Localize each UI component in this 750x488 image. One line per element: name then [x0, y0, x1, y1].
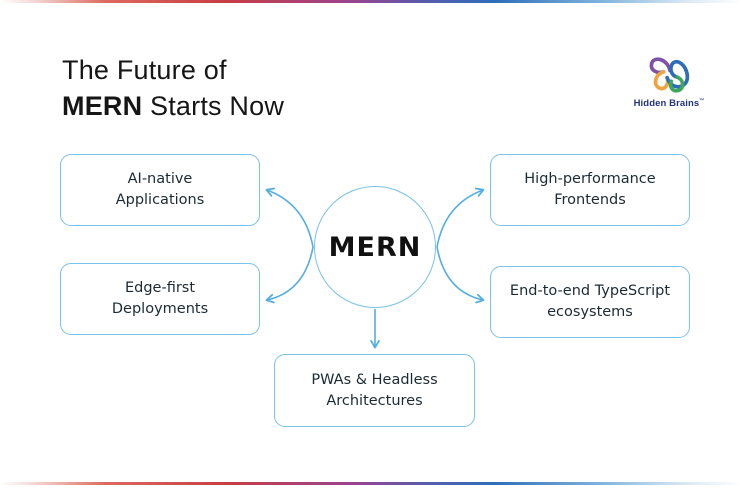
title-line1: The Future of	[62, 55, 227, 85]
bottom-gradient-bar	[0, 482, 750, 485]
mern-center-circle: MERN	[314, 186, 436, 308]
trademark-mark: ™	[699, 98, 705, 104]
node-label-line: AI-native	[127, 171, 193, 187]
node-label-line: Deployments	[111, 301, 209, 317]
node-label-line: Frontends	[554, 192, 626, 208]
node-label-line: High-performance	[524, 171, 656, 187]
arrow-to-edge-first	[265, 246, 314, 304]
node-label-line: Applications	[115, 192, 205, 208]
node-edge-first-deployments: Edge-first Deployments	[60, 263, 260, 335]
arrow-to-typescript	[436, 246, 485, 304]
page-title: The Future of MERN Starts Now	[62, 52, 284, 124]
hidden-brains-logo: Hidden Brains™	[631, 52, 707, 109]
node-pwas-headless-architectures: PWAs & Headless Architectures	[274, 354, 475, 427]
node-label-line: Edge-first	[124, 280, 196, 296]
node-label-line: Architectures	[326, 392, 423, 409]
node-ai-native-applications: AI-native Applications	[60, 154, 260, 226]
hidden-brains-logo-text: Hidden Brains™	[633, 98, 705, 110]
node-end-to-end-typescript: End-to-end TypeScript ecosystems	[490, 266, 690, 338]
node-label-line: ecosystems	[547, 304, 633, 320]
arrow-to-ai-native	[265, 187, 314, 248]
node-high-performance-frontends: High-performance Frontends	[490, 154, 690, 226]
node-label-line: End-to-end TypeScript	[509, 283, 671, 299]
arrow-to-high-performance	[436, 187, 485, 248]
title-keyword: MERN	[62, 91, 143, 121]
title-line2-rest: Starts Now	[142, 91, 285, 121]
top-gradient-bar	[0, 0, 750, 3]
mern-label: MERN	[328, 231, 422, 263]
hidden-brains-logo-icon	[649, 57, 690, 93]
node-label-line: PWAs & Headless	[311, 371, 438, 388]
